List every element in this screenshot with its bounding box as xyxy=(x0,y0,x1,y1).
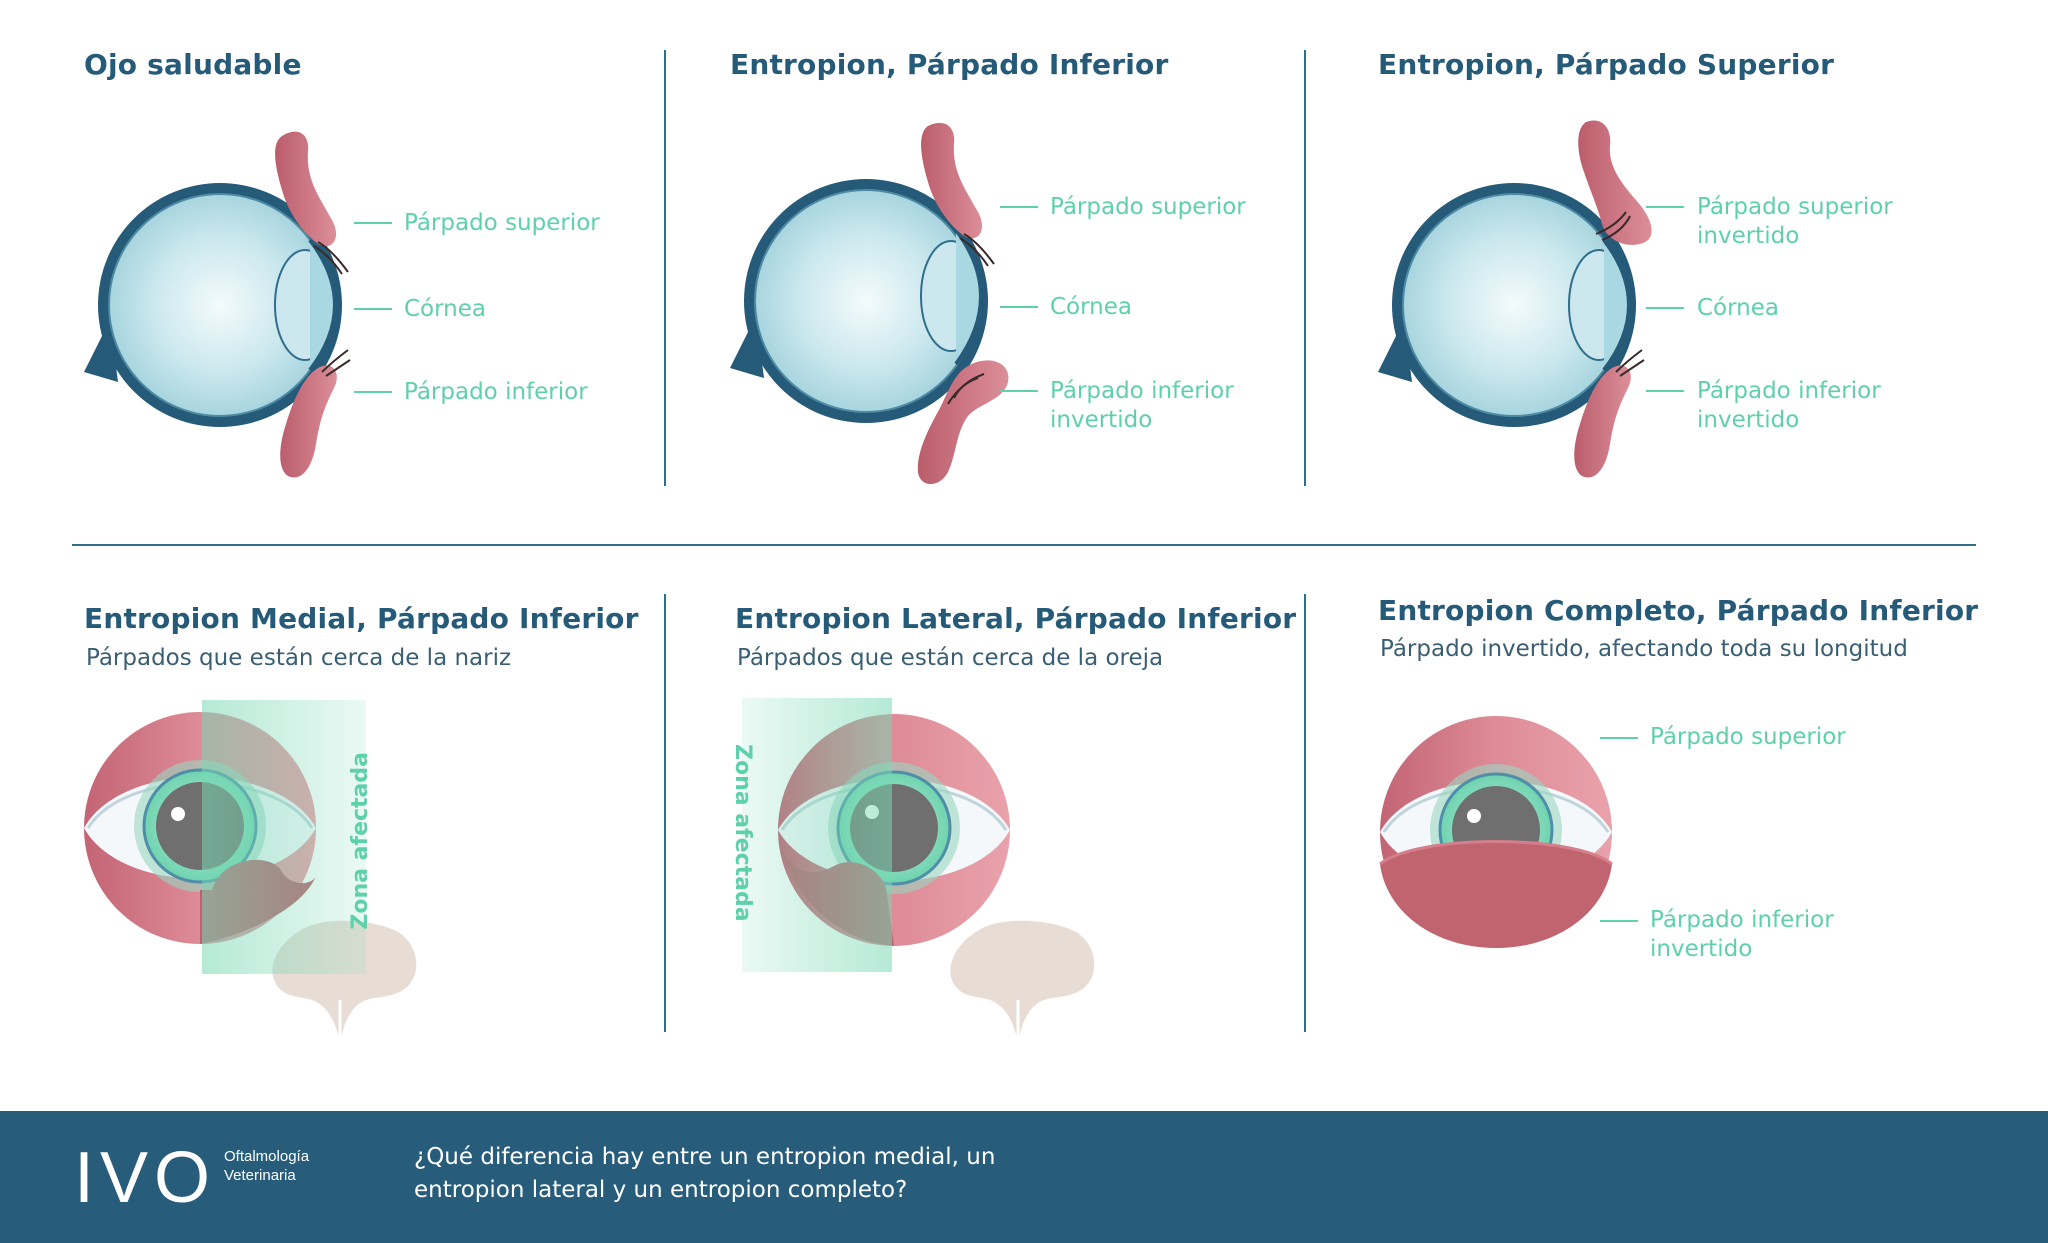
panel-title: Ojo saludable xyxy=(84,48,302,81)
label-lower-eyelid-2: invertido xyxy=(1050,407,1153,433)
label-lower-eyelid-2: invertido xyxy=(1650,936,1753,962)
side-eye-diagram xyxy=(730,122,1009,484)
panel-subtitle: Párpados que están cerca de la nariz xyxy=(86,645,512,671)
logo-subtitle-2: Veterinaria xyxy=(224,1167,296,1184)
vertical-divider xyxy=(664,594,666,1032)
affected-zone-label: Zona afectada xyxy=(348,752,373,930)
panel-subtitle: Párpado invertido, afectando toda su lon… xyxy=(1380,636,1908,662)
label-lower-eyelid: Párpado inferior xyxy=(1697,378,1881,404)
label-leader-line xyxy=(1000,206,1038,208)
footer-question-line-1: ¿Qué diferencia hay entre un entropion m… xyxy=(414,1144,996,1170)
label-lower-eyelid: Párpado inferior xyxy=(404,379,588,405)
label-leader-line xyxy=(1000,390,1038,392)
footer-bar xyxy=(0,1111,2048,1243)
label-lower-eyelid-2: invertido xyxy=(1697,407,1800,433)
label-lower-eyelid: Párpado inferior xyxy=(1050,378,1234,404)
panel-title: Entropion Medial, Párpado Inferior xyxy=(84,602,639,635)
label-lower-eyelid: Párpado inferior xyxy=(1650,907,1834,933)
panel-title: Entropion Completo, Párpado Inferior xyxy=(1378,594,1979,627)
label-leader-line xyxy=(1646,206,1684,208)
label-cornea: Córnea xyxy=(404,296,487,322)
label-leader-line xyxy=(354,308,392,310)
label-upper-eyelid: Párpado superior xyxy=(404,210,600,236)
front-eye-diagram xyxy=(1379,716,1613,948)
footer-question-line-2: entropion lateral y un entropion complet… xyxy=(414,1177,908,1203)
front-eye-diagram xyxy=(84,700,417,1044)
vertical-divider xyxy=(1304,594,1306,1032)
ivo-logo: IVO xyxy=(74,1138,217,1218)
label-cornea: Córnea xyxy=(1697,295,1780,321)
panel-title: Entropion, Párpado Inferior xyxy=(730,48,1169,81)
vertical-divider xyxy=(1304,50,1306,486)
footer-question: ¿Qué diferencia hay entre un entropion m… xyxy=(414,1141,1114,1207)
label-upper-eyelid: Párpado superior xyxy=(1050,194,1246,220)
side-eye-diagram xyxy=(84,131,351,478)
label-leader-line xyxy=(1600,920,1638,922)
panel-subtitle: Párpados que están cerca de la oreja xyxy=(737,645,1164,671)
label-upper-eyelid: Párpado superior xyxy=(1650,724,1846,750)
panel-title: Entropion Lateral, Párpado Inferior xyxy=(735,602,1297,635)
label-leader-line xyxy=(1000,306,1038,308)
affected-zone-label: Zona afectada xyxy=(730,744,755,922)
vertical-divider xyxy=(664,50,666,486)
panel-title: Entropion, Párpado Superior xyxy=(1378,48,1835,81)
label-upper-eyelid: Párpado superior xyxy=(1697,194,1893,220)
horizontal-divider xyxy=(72,544,1976,546)
front-eye-diagram xyxy=(742,698,1095,1044)
logo-subtitle: Oftalmología xyxy=(224,1148,310,1165)
label-leader-line xyxy=(1646,307,1684,309)
side-eye-diagram xyxy=(1378,120,1652,478)
label-leader-line xyxy=(1600,737,1638,739)
label-leader-line xyxy=(1646,390,1684,392)
label-leader-line xyxy=(354,222,392,224)
label-cornea: Córnea xyxy=(1050,294,1133,320)
label-upper-eyelid-2: invertido xyxy=(1697,223,1800,249)
label-leader-line xyxy=(354,391,392,393)
